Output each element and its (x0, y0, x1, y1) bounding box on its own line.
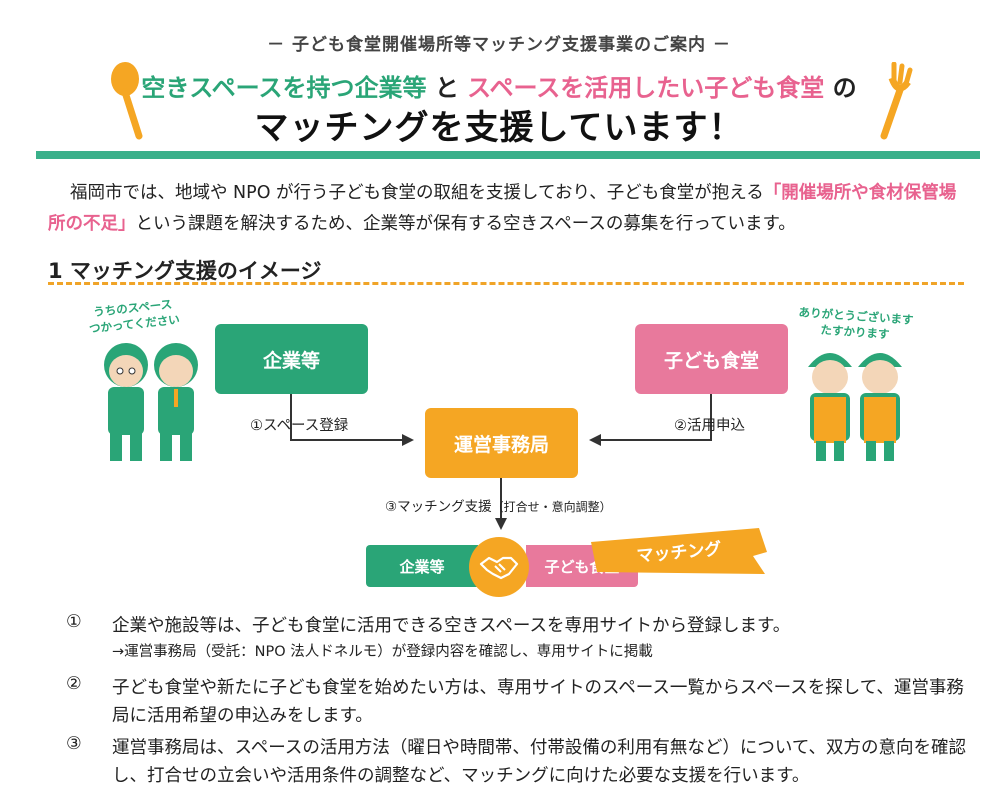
step-number: ③ (66, 734, 82, 754)
intro-text-before: 福岡市では、地域や NPO が行う子ども食堂の取組を支援しており、子ども食堂が抱… (70, 183, 764, 203)
step3-label-main: ③マッチング支援 (385, 499, 492, 515)
headline-kids: スペースを活用したい子ども食堂 (467, 74, 825, 102)
section-title: 1 マッチング支援のイメージ (48, 259, 322, 283)
headline-connector: と (434, 74, 459, 102)
page-overline: － 子ども食堂開催場所等マッチング支援事業のご案内 － (267, 35, 731, 55)
step-number: ① (66, 612, 82, 632)
arrow-kids-to-office (595, 394, 712, 441)
handshake-icon (469, 537, 529, 597)
headline-subtitle: 空きスペースを持つ企業等 と スペースを活用したい子ども食堂 の (0, 68, 998, 103)
company-staff-illustration (104, 343, 198, 461)
step-text: 企業や施設等は、子ども食堂に活用できる空きスペースを専用サイトから登録します。 (112, 616, 791, 636)
step3-label-note: （打合せ・意向調整） (491, 500, 612, 514)
step2-label: ②活用申込 (674, 418, 745, 434)
matching-banner: マッチング (591, 528, 767, 574)
node-office: 運営事務局 (425, 408, 578, 478)
step-subtext: →運営事務局（受託：NPO 法人ドネルモ）が登録内容を確認し、専用サイトに掲載 (112, 644, 653, 660)
list-item: ① 企業や施設等は、子ども食堂に活用できる空きスペースを専用サイトから登録します… (66, 612, 976, 664)
title-divider (36, 151, 980, 159)
list-item: ② 子ども食堂や新たに子ども食堂を始めたい方は、専用サイトのスペース一覧からスペ… (66, 674, 976, 730)
headline-company: 空きスペースを持つ企業等 (141, 74, 427, 102)
arrow-company-to-office (290, 394, 408, 441)
kids-cafeteria-staff-illustration (808, 353, 902, 461)
headline-particle: の (832, 74, 857, 102)
intro-paragraph: 福岡市では、地域や NPO が行う子ども食堂の取組を支援しており、子ども食堂が抱… (48, 178, 968, 240)
node-kids-cafeteria: 子ども食堂 (635, 324, 788, 394)
intro-highlight: 「開催場所や食材保管場所の不足」 (48, 183, 957, 234)
step1-label: ①スペース登録 (250, 418, 349, 434)
step3-label: ③マッチング支援（打合せ・意向調整） (385, 495, 612, 515)
intro-text-after: という課題を解決するため、企業等が保有する空きスペースの募集を行っています。 (135, 214, 796, 234)
step-text: 運営事務局は、スペースの活用方法（曜日や時間帯、付帯設備の利用有無など）について… (112, 738, 966, 786)
step-text: 子ども食堂や新たに子ども食堂を始めたい方は、専用サイトのスペース一覧からスペース… (112, 678, 964, 726)
step-number: ② (66, 674, 82, 694)
list-item: ③ 運営事務局は、スペースの活用方法（曜日や時間帯、付帯設備の利用有無など）につ… (66, 734, 976, 790)
fork-icon (880, 62, 913, 140)
page-title: マッチングを支援しています！ (254, 108, 744, 148)
match-chip-company: 企業等 (366, 545, 478, 587)
section-divider (48, 282, 964, 285)
node-company: 企業等 (215, 324, 368, 394)
spoon-icon (111, 62, 143, 140)
